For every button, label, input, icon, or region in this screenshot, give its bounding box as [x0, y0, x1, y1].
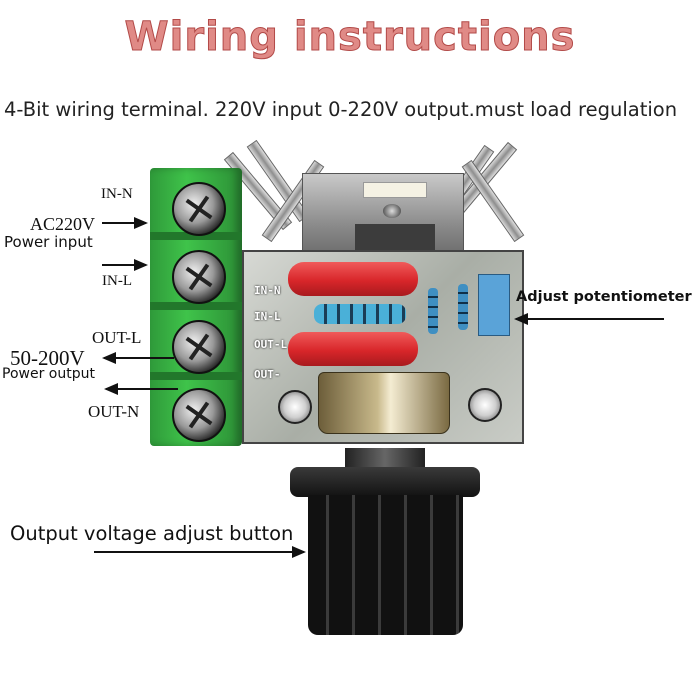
- output-voltage-knob[interactable]: [308, 495, 463, 635]
- resistor-blue: [314, 304, 406, 324]
- terminal-screw-out-l-icon[interactable]: [172, 320, 226, 374]
- arrow-left-icon: [514, 313, 664, 325]
- heatsink: [223, 135, 525, 257]
- label-ac220v: AC220V: [30, 214, 96, 234]
- pcb-label-out-l: OUT-L: [254, 338, 288, 351]
- arrow-right-icon: [102, 259, 148, 271]
- arrow-left-icon: [104, 383, 178, 395]
- trimmer-potentiometer: [478, 274, 510, 336]
- arrow-right-icon: [102, 217, 148, 229]
- heatsink-body: [302, 173, 464, 257]
- small-resistor-1: [428, 288, 438, 334]
- terminal-screw-in-n-icon[interactable]: [172, 182, 226, 236]
- knob-top: [290, 467, 480, 497]
- arrow-right-icon: [94, 546, 306, 558]
- arrow-left-icon: [102, 352, 174, 364]
- label-adjust-potentiometer: Adjust potentiometer: [516, 289, 692, 305]
- terminal-block: [150, 168, 242, 446]
- subtitle: 4-Bit wiring terminal. 220V input 0-220V…: [4, 98, 678, 121]
- triac-chip: [355, 224, 435, 254]
- label-out-l: OUT-L: [92, 328, 142, 347]
- label-power-output: Power output: [2, 366, 95, 382]
- capacitor-bottom: [288, 332, 418, 366]
- pcb-board: IN-N IN-L OUT-L OUT-: [242, 250, 524, 444]
- label-power-input: Power input: [4, 233, 93, 251]
- label-in-n: IN-N: [101, 186, 133, 202]
- pcb-label-in-l: IN-L: [254, 310, 281, 323]
- page-title: Wiring instructions: [124, 14, 576, 61]
- pcb-label-in-n: IN-N: [254, 284, 281, 297]
- capacitor-top: [288, 262, 418, 296]
- label-out-n: OUT-N: [88, 402, 140, 421]
- label-in-l: IN-L: [102, 273, 132, 289]
- terminal-screw-out-n-icon[interactable]: [172, 388, 226, 442]
- pcb-label-out: OUT-: [254, 368, 281, 381]
- mount-screw-icon: [468, 388, 502, 422]
- small-resistor-2: [458, 284, 468, 330]
- terminal-screw-in-l-icon[interactable]: [172, 250, 226, 304]
- mount-screw-icon: [278, 390, 312, 424]
- screw-icon: [383, 204, 401, 218]
- knob-shaft: [345, 448, 425, 470]
- potentiometer-body: [318, 372, 450, 434]
- component-label: [363, 182, 427, 198]
- label-voltage-range: 50-200V: [10, 346, 85, 370]
- label-output-voltage-adjust-button: Output voltage adjust button: [10, 522, 294, 545]
